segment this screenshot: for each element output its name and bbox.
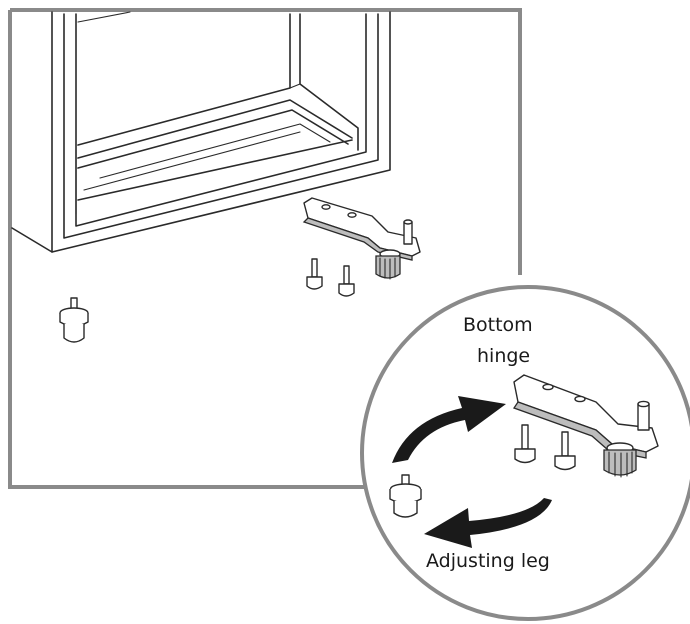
adjusting-leg-label: Adjusting leg — [426, 550, 550, 572]
screw-small-1 — [306, 258, 323, 290]
adjusting-foot-small — [375, 255, 401, 280]
leg-enlarged — [389, 474, 422, 518]
curved-arrow-right-icon — [392, 396, 506, 463]
leg-small — [59, 297, 89, 343]
adjusting-foot-enlarged — [603, 449, 637, 478]
screw-small-2 — [338, 265, 355, 297]
screw-enlarged-1 — [514, 424, 536, 464]
curved-arrow-left-icon — [424, 498, 552, 548]
outer-frame — [8, 8, 522, 489]
hinge-small — [302, 197, 421, 261]
cabinet-bottom — [11, 11, 391, 253]
bottom-hinge-enlarged — [512, 374, 659, 459]
bottom-hinge-label-line1: Bottom — [463, 314, 533, 336]
screw-enlarged-2 — [554, 431, 576, 471]
bottom-hinge-label-line2: hinge — [477, 345, 530, 367]
